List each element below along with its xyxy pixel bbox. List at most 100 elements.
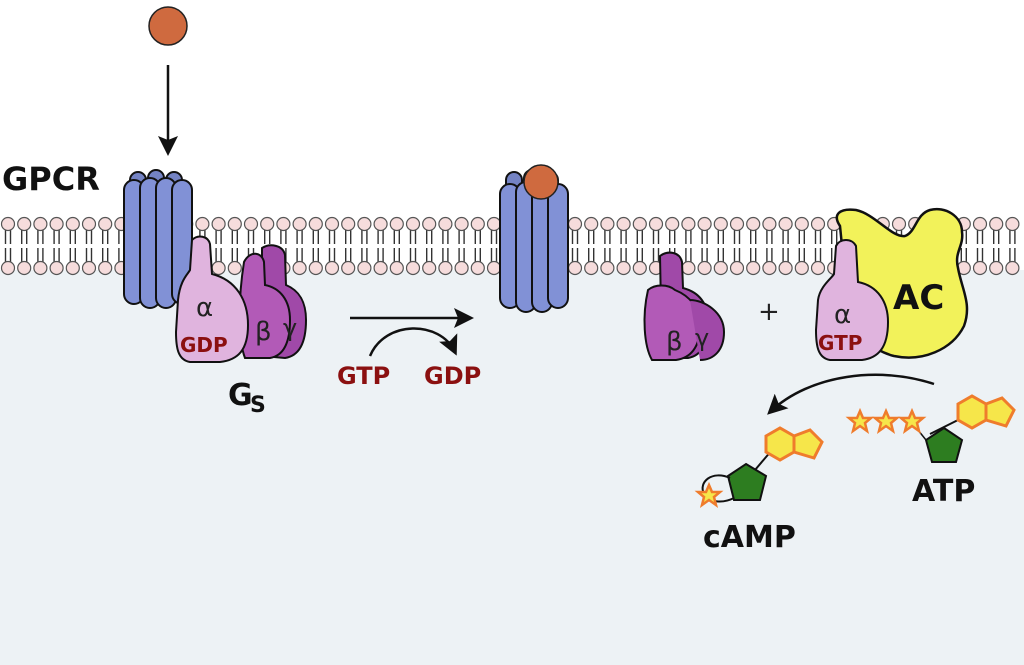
alpha-label-right: α — [834, 300, 851, 330]
lipid-head — [389, 216, 404, 232]
lipid-head — [0, 216, 16, 232]
lipid-head — [422, 260, 437, 276]
lipid-head — [1005, 216, 1020, 232]
lipid-head — [65, 260, 80, 276]
alpha-subunit-left — [174, 235, 250, 363]
lipid-head — [810, 216, 826, 232]
lipid-head — [697, 260, 712, 276]
lipid-head — [17, 260, 32, 276]
lipid-head — [616, 260, 631, 276]
camp-phosphate-star — [694, 481, 724, 508]
lipid-head — [438, 260, 453, 276]
ligand — [148, 6, 188, 46]
lipid-head — [584, 216, 599, 232]
lipid-head — [989, 216, 1004, 232]
beta-label-right: β — [666, 327, 683, 357]
beta-gamma-dimer: β γ — [643, 251, 726, 361]
lipid-head — [810, 260, 826, 276]
alpha-label-left: α — [196, 293, 213, 323]
camp-label: cAMP — [703, 520, 796, 555]
lipid-head — [762, 260, 777, 276]
atp-phosphate-star-3 — [897, 407, 927, 434]
lipid-head — [308, 260, 323, 276]
g-protein-inactive: α GDP β γ — [174, 235, 308, 363]
lipid-head — [33, 216, 48, 232]
lipid-head — [17, 216, 32, 232]
lipid-head — [98, 260, 113, 276]
lipid-head — [341, 216, 356, 232]
gdp-out-label: GDP — [424, 362, 481, 390]
lipid-head — [324, 260, 340, 276]
lipid-head — [292, 260, 307, 276]
lipid-head — [567, 216, 583, 232]
lipid-head — [972, 260, 988, 276]
gpcr-label: GPCR — [2, 160, 100, 198]
lipid-head — [33, 260, 48, 276]
lipid-head — [567, 260, 583, 276]
lipid-head — [260, 216, 275, 232]
lipid-head — [794, 260, 809, 276]
lipid-head — [454, 216, 469, 232]
lipid-head — [778, 260, 793, 276]
lipid-head — [65, 216, 80, 232]
lipid-head — [972, 216, 988, 232]
atp-ribose — [924, 426, 964, 463]
camp-ribose — [726, 462, 768, 501]
lipid-head — [584, 260, 599, 276]
gs-label-main: G — [228, 378, 253, 413]
gamma-label-left: γ — [283, 314, 297, 342]
lipid-head — [681, 260, 696, 276]
lipid-head — [891, 216, 907, 232]
lipid-head — [308, 216, 323, 232]
lipid-head — [681, 216, 696, 232]
lipid-head — [616, 216, 631, 232]
bound-ligand — [523, 164, 559, 200]
lipid-head — [195, 216, 210, 232]
lipid-head — [422, 216, 437, 232]
lipid-head — [632, 260, 647, 276]
lipid-head — [454, 260, 469, 276]
lipid-head — [81, 216, 97, 232]
atp-adenine-pentagon — [984, 396, 1016, 428]
lipid-head — [713, 260, 728, 276]
atp-molecule — [845, 394, 1016, 463]
lipid-head — [794, 216, 809, 232]
lipid-head — [648, 216, 664, 232]
plus-sign: + — [758, 297, 780, 327]
gamma-label-right: γ — [695, 324, 709, 352]
lipid-head — [357, 260, 372, 276]
gpcr-receptor-inactive — [123, 169, 193, 309]
atp-adenine-hexagon — [956, 394, 988, 430]
lipid-head — [292, 216, 307, 232]
lipid-head — [1005, 260, 1020, 276]
lipid-head — [324, 216, 340, 232]
exchange-curve-arrow — [368, 327, 458, 357]
lipid-head — [665, 216, 680, 232]
gtp-on-alpha-label: GTP — [818, 331, 862, 355]
lipid-head — [729, 216, 745, 232]
lipid-head — [276, 216, 291, 232]
lipid-head — [470, 260, 485, 276]
lipid-head — [697, 216, 712, 232]
camp-adenine-hexagon — [764, 426, 796, 462]
lipid-head — [600, 260, 615, 276]
lipid-head — [762, 216, 777, 232]
lipid-head — [211, 216, 226, 232]
nucleotide-exchange: GTP GDP — [337, 308, 481, 390]
ac-label: AC — [893, 278, 944, 318]
lipid-head — [357, 216, 372, 232]
gdp-on-alpha-label: GDP — [180, 333, 228, 357]
lipid-head — [49, 260, 64, 276]
beta-label-left: β — [255, 317, 272, 347]
atp-label: ATP — [912, 474, 975, 509]
lipid-head — [470, 216, 485, 232]
lipid-head — [389, 260, 404, 276]
lipid-head — [373, 216, 388, 232]
lipid-head — [243, 216, 259, 232]
lipid-head — [211, 260, 226, 276]
beta-gamma-bridge — [689, 299, 726, 361]
atp-phosphate-star-2 — [871, 407, 901, 434]
gtp-in-label: GTP — [337, 362, 390, 390]
